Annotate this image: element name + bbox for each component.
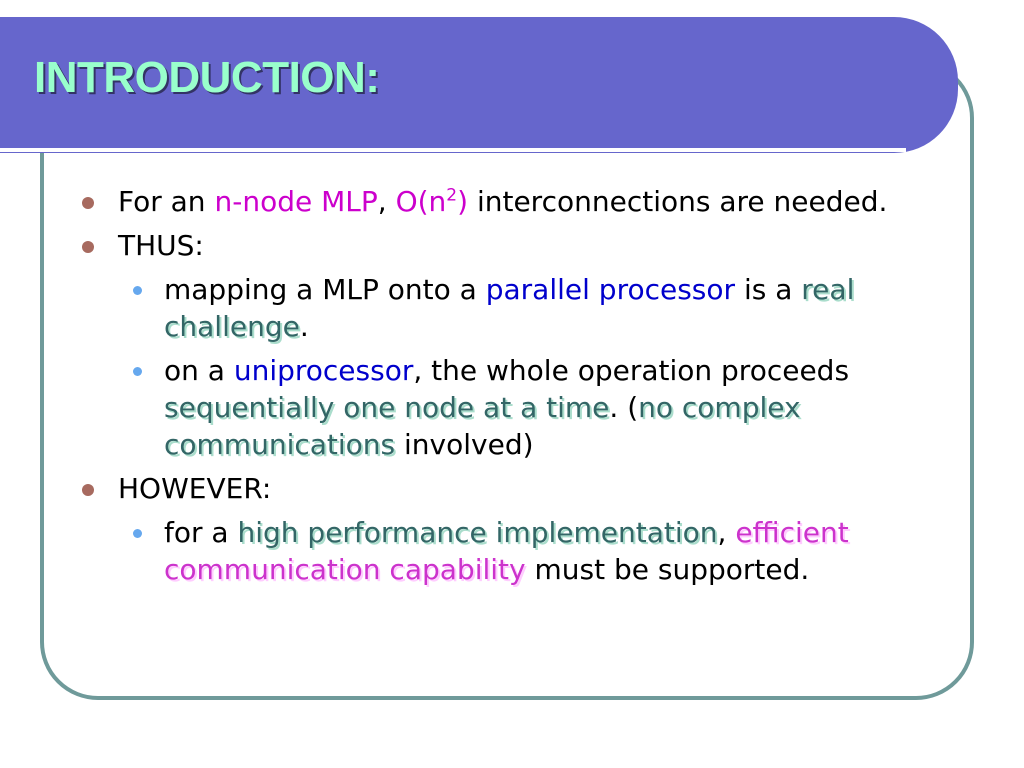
bullet-item-3: HOWEVER:: [78, 470, 938, 507]
content-frame: [40, 60, 974, 700]
title-bar: [0, 17, 958, 153]
sub-bullet-item-2-1: mapping a MLP onto a parallel processor …: [78, 271, 938, 345]
highlight-no-complex-communications: no complex communications: [164, 391, 801, 461]
sub-bullet-dot-icon: [133, 529, 142, 538]
text-run: For an: [118, 185, 215, 218]
bullet-item-1: For an n-node MLP, O(n2) interconnection…: [78, 183, 938, 220]
highlight-n-node-mlp: n-node MLP: [214, 185, 378, 218]
text-run: for a: [164, 516, 238, 549]
text-run: ): [457, 185, 469, 218]
highlight-efficient-communication: efficient communication capability: [164, 516, 849, 586]
text-run: .: [299, 310, 309, 343]
sub-bullet-dot-icon: [133, 367, 142, 376]
text-run: must be supported.: [525, 553, 810, 586]
bullet-dot-icon: [82, 484, 94, 496]
bullet-list: For an n-node MLP, O(n2) interconnection…: [78, 183, 938, 595]
title-underline: [0, 148, 906, 152]
bullet-label-thus: THUS:: [118, 229, 204, 262]
text-run: interconnections are needed.: [468, 185, 888, 218]
highlight-high-performance: high performance implementation: [237, 516, 718, 549]
text-run: mapping a MLP onto a: [164, 273, 486, 306]
text-run: , the whole operation proceeds: [413, 354, 850, 387]
text-run: O(n: [395, 185, 447, 218]
bullet-dot-icon: [82, 241, 94, 253]
text-run: ,: [377, 185, 396, 218]
slide-title: INTRODUCTION:: [34, 53, 380, 102]
superscript: 2: [446, 185, 458, 206]
sub-bullet-item-2-2: on a uniprocessor, the whole operation p…: [78, 352, 938, 463]
bullet-dot-icon: [82, 197, 94, 209]
sub-bullet-dot-icon: [133, 286, 142, 295]
highlight-sequentially: sequentially one node at a time: [164, 391, 610, 424]
text-run: . (: [609, 391, 639, 424]
highlight-complexity: O(n2): [396, 185, 468, 218]
text-run: on a: [164, 354, 234, 387]
highlight-parallel-processor: parallel processor: [485, 273, 736, 306]
highlight-real-challenge: real challenge: [164, 273, 855, 343]
bullet-label-however: HOWEVER:: [118, 472, 272, 505]
text-run: involved): [395, 428, 534, 461]
text-run: is a: [735, 273, 802, 306]
bullet-item-2: THUS:: [78, 227, 938, 264]
sub-bullet-item-3-1: for a high performance implementation, e…: [78, 514, 938, 588]
text-run: ,: [717, 516, 736, 549]
highlight-uniprocessor: uniprocessor: [233, 354, 414, 387]
